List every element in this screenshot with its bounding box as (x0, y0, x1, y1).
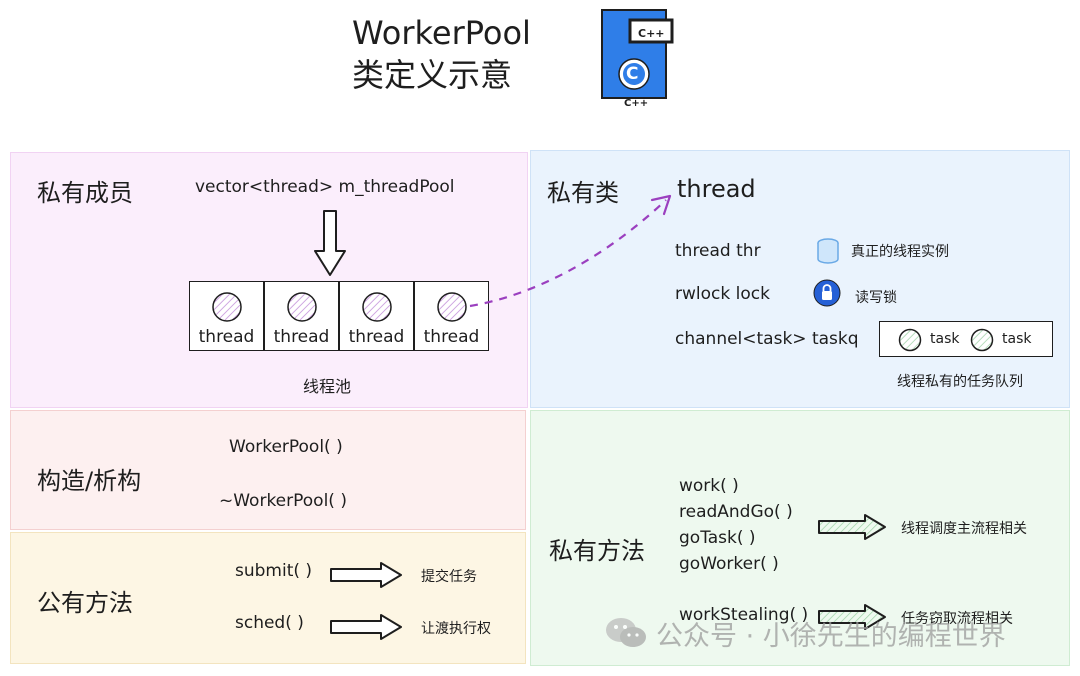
title-line-2: 类定义示意 (352, 56, 513, 94)
scheduler-method-list: work( ) readAndGo( ) goTask( ) goWorker(… (679, 473, 793, 577)
go-worker-method: goWorker( ) (679, 554, 779, 574)
task-circle-icon (970, 328, 994, 352)
task-queue-box: task task (879, 321, 1053, 357)
down-arrow-icon (314, 210, 346, 276)
watermark-text: 公众号 · 小徐先生的编程世界 (656, 621, 1006, 652)
task-circle-icon (898, 328, 922, 352)
logo-badge: C (626, 64, 639, 84)
cpp-logo: C++ C C++ (598, 6, 678, 110)
private-members-panel: 私有成员 vector<thread> m_threadPool thread … (10, 152, 528, 408)
thread-circle-icon (212, 292, 242, 322)
private-class-panel: 私有类 thread thread thr 真正的线程实例 rwlock loc… (530, 150, 1070, 408)
thread-cell: thread (189, 281, 264, 351)
work-stealing-method: workStealing( ) (679, 605, 809, 625)
thread-pool-field: vector<thread> m_threadPool (195, 177, 455, 197)
thread-pool-caption: 线程池 (303, 377, 352, 396)
ctor-dtor-panel: 构造/析构 WorkerPool( ) ~WorkerPool( ) (10, 410, 526, 530)
dtor-method: ~WorkerPool( ) (219, 491, 347, 511)
field-lock-note: 读写锁 (855, 290, 897, 306)
public-methods-panel: 公有方法 submit( ) 提交任务 sched( ) 让渡执行权 (10, 532, 526, 664)
submit-note: 提交任务 (421, 569, 477, 585)
right-arrow-icon (818, 514, 886, 540)
thread-cell: thread (414, 281, 489, 351)
thread-cell-label: thread (348, 327, 405, 347)
work-method: work( ) (679, 476, 739, 496)
thread-pool-row: thread thread thread thread (189, 281, 491, 353)
thread-cell-label: thread (273, 327, 330, 347)
wechat-icon (606, 618, 646, 647)
private-class-name: thread (677, 175, 756, 203)
field-thr-note: 真正的线程实例 (851, 244, 949, 260)
cpp-logo-icon (601, 9, 674, 99)
thread-cell: thread (264, 281, 339, 351)
thread-circle-icon (437, 292, 467, 322)
right-arrow-icon (330, 614, 402, 640)
ctor-method: WorkerPool( ) (229, 437, 343, 457)
title-line-1: WorkerPool (352, 14, 531, 52)
go-task-method: goTask( ) (679, 528, 756, 548)
task-queue-caption: 线程私有的任务队列 (897, 374, 1023, 390)
thread-cell: thread (339, 281, 414, 351)
logo-tag: C++ (638, 27, 665, 40)
diagram-title: WorkerPool 类定义示意 (352, 12, 531, 96)
thread-circle-icon (287, 292, 317, 322)
sched-note: 让渡执行权 (421, 621, 491, 637)
thread-circle-icon (362, 292, 392, 322)
cylinder-icon (817, 238, 839, 264)
field-lock: rwlock lock (675, 284, 770, 304)
thread-cell-label: thread (198, 327, 255, 347)
public-methods-heading: 公有方法 (37, 589, 133, 617)
ctor-dtor-heading: 构造/析构 (37, 467, 142, 495)
sched-method: sched( ) (235, 613, 304, 633)
right-arrow-icon (330, 562, 402, 588)
private-methods-heading: 私有方法 (549, 537, 645, 565)
private-members-heading: 私有成员 (37, 179, 133, 207)
field-thr: thread thr (675, 241, 761, 261)
thread-cell-label: thread (423, 327, 480, 347)
submit-method: submit( ) (235, 561, 313, 581)
right-arrow-icon (818, 604, 886, 630)
read-and-go-method: readAndGo( ) (679, 502, 793, 522)
field-taskq: channel<task> taskq (675, 329, 859, 349)
work-stealing-note: 任务窃取流程相关 (901, 611, 1013, 627)
task-label: task (930, 331, 960, 347)
scheduler-note: 线程调度主流程相关 (901, 521, 1027, 537)
private-class-heading: 私有类 (547, 179, 619, 207)
task-label: task (1002, 331, 1032, 347)
logo-caption: C++ (624, 98, 649, 109)
lock-icon (813, 279, 841, 307)
